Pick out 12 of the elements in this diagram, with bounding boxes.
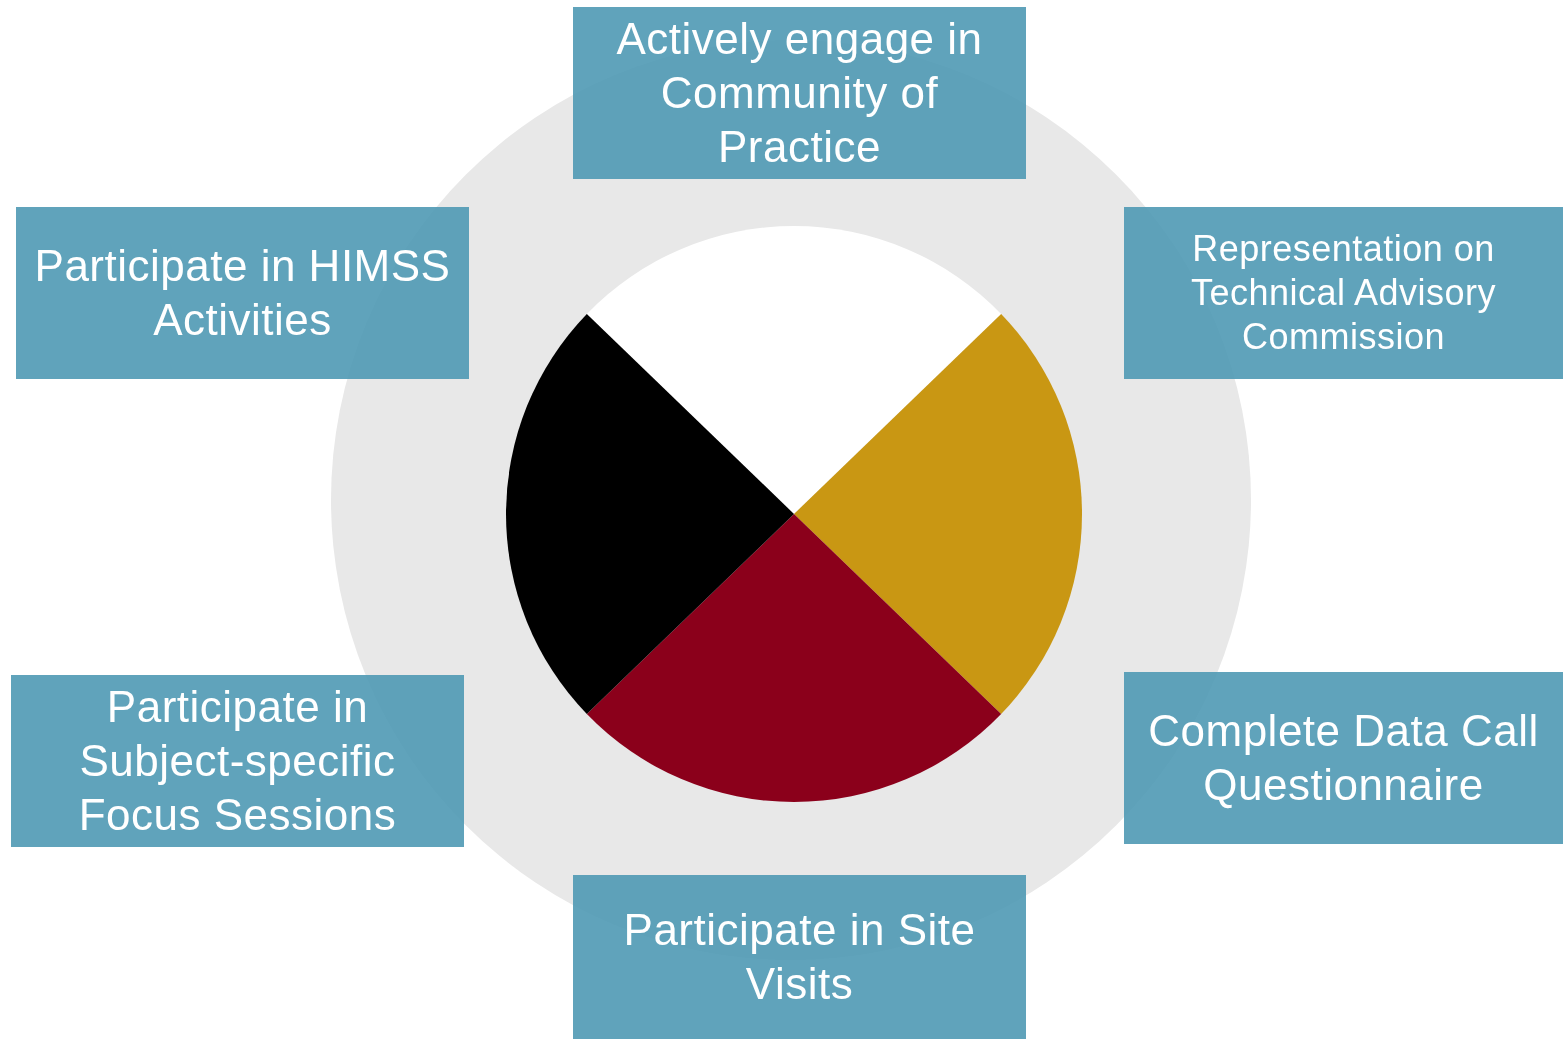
- activity-label: Representation on Technical Advisory Commission: [1189, 227, 1498, 359]
- activity-label: Participate in Subject-specific Focus Sessions: [77, 681, 398, 841]
- activity-label: Actively engage in Community of Practice: [615, 13, 984, 173]
- activity-label: Complete Data Call Questionnaire: [1147, 705, 1540, 811]
- activity-box: [1124, 207, 1563, 379]
- activity-label: Participate in Site Visits: [622, 904, 977, 1010]
- activity-box: [573, 875, 1026, 1039]
- activity-box: [573, 7, 1026, 179]
- activity-box: [16, 207, 469, 379]
- activity-box: [11, 675, 464, 847]
- activity-label: Participate in HIMSS Activities: [33, 240, 452, 346]
- activity-box: [1124, 672, 1563, 844]
